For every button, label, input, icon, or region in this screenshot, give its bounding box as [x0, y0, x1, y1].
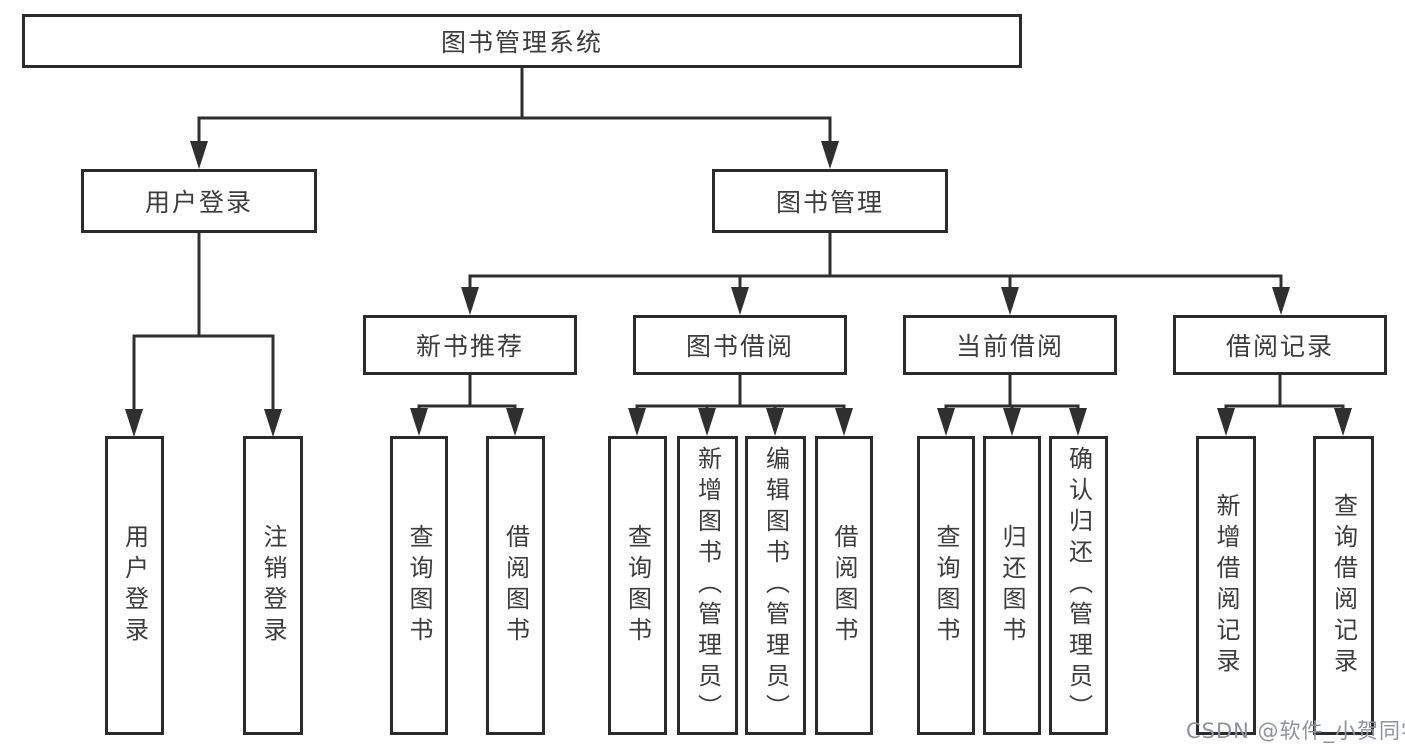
leaf-br-add-record: 新增借阅记录	[1196, 436, 1256, 735]
node-user-login: 用户登录	[81, 169, 317, 233]
leaf-cb-return-books-label: 归还图书	[998, 523, 1026, 648]
leaf-bb-add-books-admin-label: 新增图书（管理员）	[693, 446, 722, 725]
leaf-cb-query-books: 查询图书	[917, 436, 975, 735]
leaf-br-query-record-label: 查询借阅记录	[1329, 492, 1358, 679]
leaf-bb-query-books-label: 查询图书	[623, 523, 652, 648]
leaf-rec-borrow-books: 借阅图书	[486, 436, 545, 735]
node-book-management-label: 图书管理	[775, 188, 884, 217]
node-root: 图书管理系统	[22, 14, 1022, 68]
node-new-book-recommend-label: 新书推荐	[415, 332, 524, 361]
leaf-bb-add-books-admin: 新增图书（管理员）	[677, 436, 738, 735]
node-current-borrowing-label: 当前借阅	[955, 332, 1064, 361]
node-borrowing-records: 借阅记录	[1173, 315, 1387, 375]
leaf-cb-query-books-label: 查询图书	[932, 523, 960, 648]
leaf-user-login: 用户登录	[105, 436, 164, 735]
leaf-rec-query-books-label: 查询图书	[405, 523, 433, 648]
leaf-cb-return-books: 归还图书	[983, 436, 1041, 735]
node-new-book-recommend: 新书推荐	[363, 315, 577, 375]
node-root-label: 图书管理系统	[440, 28, 603, 57]
leaf-rec-borrow-books-label: 借阅图书	[501, 523, 530, 648]
leaf-user-login-label: 用户登录	[120, 523, 149, 648]
node-book-management: 图书管理	[712, 169, 948, 233]
csdn-watermark: CSDN @软件_小贺同学	[1186, 719, 1405, 743]
leaf-rec-query-books: 查询图书	[390, 436, 448, 735]
node-book-borrowing-label: 图书借阅	[685, 332, 794, 361]
leaf-br-add-record-label: 新增借阅记录	[1212, 492, 1240, 679]
leaf-bb-edit-books-admin: 编辑图书（管理员）	[745, 436, 806, 735]
node-book-borrowing: 图书借阅	[633, 315, 847, 375]
leaf-br-query-record: 查询借阅记录	[1313, 436, 1374, 735]
leaf-cb-confirm-return-admin-label: 确认归还（管理员）	[1064, 446, 1093, 725]
leaf-bb-borrow-books: 借阅图书	[815, 436, 873, 735]
leaf-cb-confirm-return-admin: 确认归还（管理员）	[1049, 436, 1108, 735]
leaf-bb-edit-books-admin-label: 编辑图书（管理员）	[761, 446, 790, 725]
leaf-bb-borrow-books-label: 借阅图书	[830, 523, 858, 648]
leaf-logout-label: 注销登录	[259, 523, 287, 648]
leaf-logout: 注销登录	[243, 436, 303, 735]
node-borrowing-records-label: 借阅记录	[1225, 332, 1334, 361]
node-user-login-label: 用户登录	[144, 188, 253, 217]
leaf-bb-query-books: 查询图书	[608, 436, 667, 735]
node-current-borrowing: 当前借阅	[903, 315, 1117, 375]
